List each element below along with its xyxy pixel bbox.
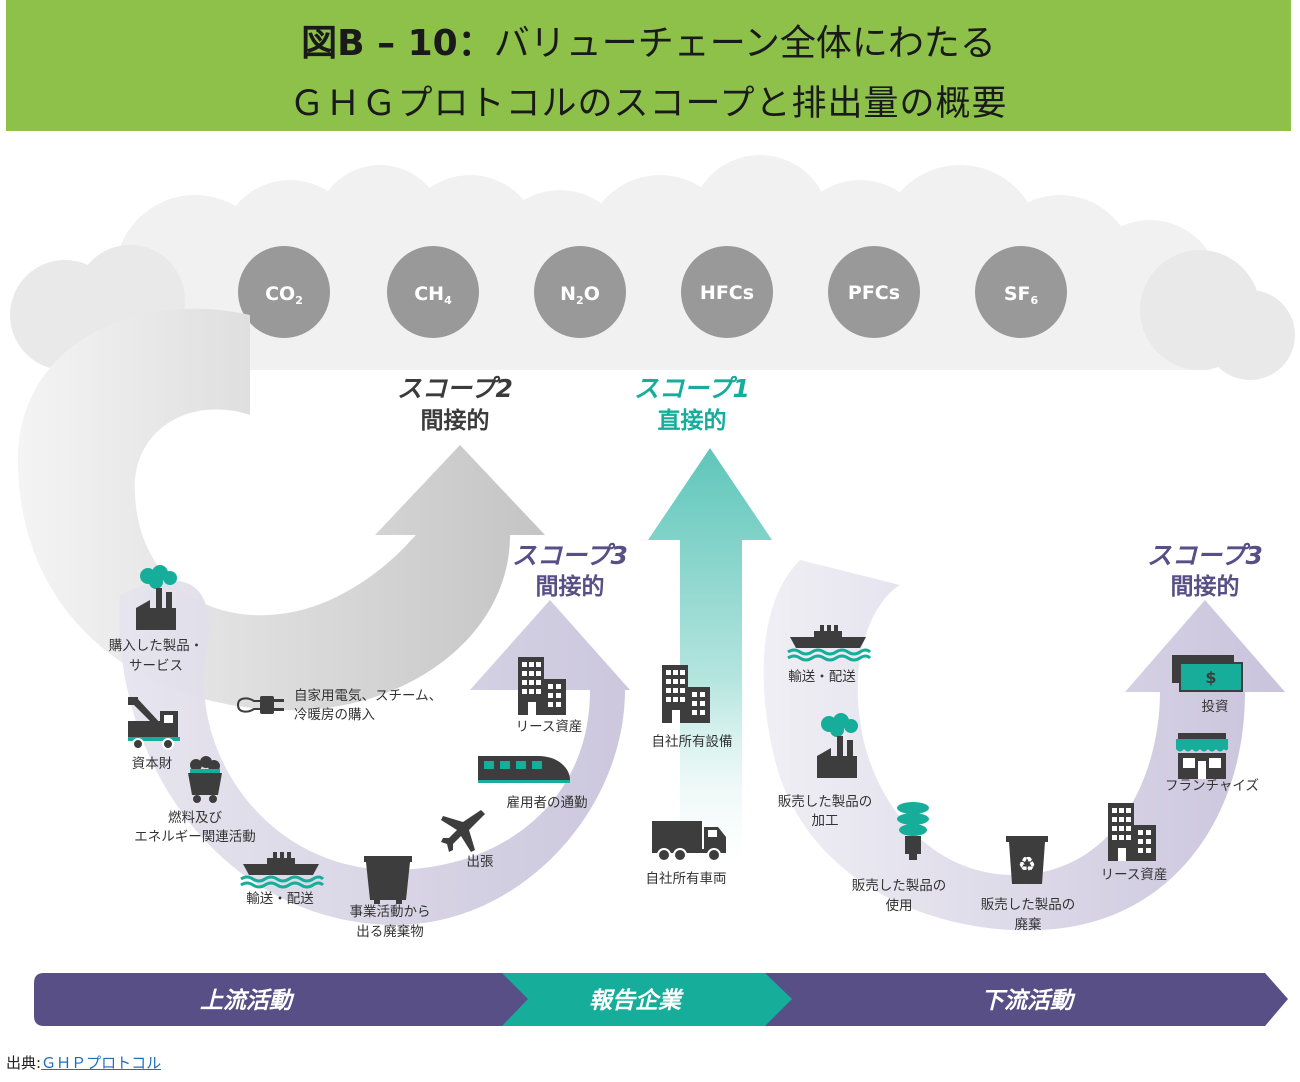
source-label: 出典: (6, 1054, 42, 1072)
label-leased-downstream: リース資産 (1101, 867, 1168, 883)
scope3-upstream-type: 間接的 (536, 573, 605, 600)
scope2-name: スコープ2 (397, 374, 513, 403)
header-banner: 図B – 10：バリューチェーン全体にわたる ＧＨＧプロトコルのスコープと排出量… (6, 0, 1291, 131)
scope3-upstream-arrow (119, 580, 630, 926)
label-waste-1: 事業活動から (350, 904, 431, 920)
label-fuel-1: 燃料及び (168, 809, 222, 826)
scope2-type: 間接的 (421, 407, 490, 434)
label-processing-2: 加工 (812, 813, 839, 829)
svg-text:♻: ♻ (1018, 852, 1036, 876)
svg-text:SF6: SF6 (1004, 283, 1039, 307)
label-eol-1: 販売した製品の (981, 897, 1076, 913)
bar-company-label: 報告企業 (589, 987, 684, 1014)
scope1-arrow (648, 448, 772, 870)
label-commute: 雇用者の通勤 (507, 794, 588, 811)
label-purchased-1: 購入した製品・ (109, 638, 204, 654)
label-facilities: 自社所有設備 (652, 734, 733, 750)
gas-n2o: N2O (534, 246, 626, 338)
scope1-type: 直接的 (658, 407, 727, 434)
label-leased-upstream: リース資産 (516, 719, 583, 735)
label-electricity-1: 自家用電気、スチーム、 (294, 687, 442, 704)
label-fuel-2: エネルギー関連活動 (134, 829, 256, 845)
recycle-bin-icon: ♻ (1006, 836, 1048, 884)
label-processing-1: 販売した製品の (778, 794, 873, 810)
source-note: 出典:ＧＨＰプロトコル (6, 1052, 161, 1073)
crane-truck-icon (128, 697, 180, 750)
label-transport-upstream: 輸送・配送 (246, 891, 314, 907)
gas-pfcs: PFCs (828, 246, 920, 338)
lightbulb-icon (897, 802, 929, 860)
svg-text:PFCs: PFCs (848, 282, 900, 304)
label-use-2: 使用 (886, 897, 913, 914)
label-use-1: 販売した製品の (852, 878, 947, 894)
label-electricity-2: 冷暖房の購入 (294, 707, 375, 723)
money-icon: $ (1172, 655, 1243, 692)
gas-circles: CO2 CH4 N2O HFCs PFCs SF6 (238, 246, 1067, 338)
label-transport-downstream: 輸送・配送 (788, 669, 856, 685)
svg-text:CO2: CO2 (265, 283, 303, 307)
title-prefix: 図B – 10： (301, 23, 494, 64)
title-rest: バリューチェーン全体にわたる (493, 23, 996, 64)
coal-cart-icon (188, 756, 222, 803)
label-franchise: フランチャイズ (1165, 778, 1259, 794)
gas-hfcs: HFCs (681, 246, 773, 338)
dumpster-icon (364, 856, 412, 904)
label-purchased-2: サービス (129, 658, 183, 674)
train-icon (478, 756, 570, 783)
svg-text:$: $ (1205, 668, 1216, 687)
bar-downstream-label: 下流活動 (981, 988, 1076, 1014)
plug-icon (237, 696, 284, 714)
svg-text:CH4: CH4 (414, 283, 452, 307)
gas-ch4: CH4 (387, 246, 479, 338)
gas-co2: CO2 (238, 246, 330, 338)
airplane-icon (441, 810, 485, 852)
svg-text:N2O: N2O (560, 283, 600, 307)
scope3-upstream-name: スコープ3 (512, 541, 628, 570)
bar-upstream-label: 上流活動 (200, 988, 295, 1014)
ghg-scope-diagram: CO2 CH4 N2O HFCs PFCs SF6 スコープ2 (10, 155, 1295, 1026)
page-subtitle: ＧＨＧプロトコルのスコープと排出量の概要 (289, 84, 1008, 124)
storefront-icon (1176, 733, 1228, 779)
label-capital: 資本財 (132, 756, 173, 772)
label-vehicles: 自社所有車両 (646, 871, 727, 887)
label-eol-2: 廃棄 (1015, 916, 1043, 933)
value-chain-bar: 上流活動 報告企業 下流活動 (34, 973, 1288, 1026)
scope3-downstream-name: スコープ3 (1147, 541, 1263, 570)
label-travel: 出張 (467, 854, 494, 870)
label-invest: 投資 (1202, 699, 1229, 715)
svg-text:HFCs: HFCs (700, 282, 754, 304)
gas-sf6: SF6 (975, 246, 1067, 338)
label-waste-2: 出る廃棄物 (356, 923, 424, 940)
source-link[interactable]: ＧＨＰプロトコル (41, 1054, 162, 1072)
scope1-name: スコープ1 (634, 374, 750, 403)
scope3-downstream-type: 間接的 (1171, 573, 1240, 600)
page-title: 図B – 10：バリューチェーン全体にわたる (6, 14, 1291, 66)
